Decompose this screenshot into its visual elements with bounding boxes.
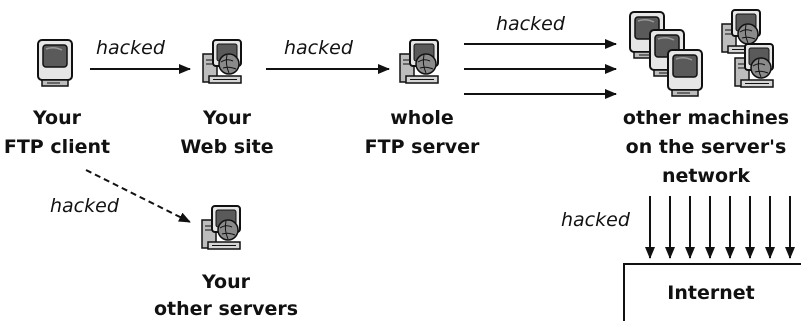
computer-icon	[37, 39, 73, 87]
edge-label-hacked: hacked	[96, 37, 166, 59]
edge-web-to-ftp: hacked	[266, 37, 390, 74]
ftp-client-node: Your FTP client	[4, 39, 110, 158]
ftp-server-label-line2: FTP server	[365, 136, 480, 158]
other-servers-label-line2: other servers	[154, 298, 298, 320]
other-machines-label-line3: network	[662, 165, 750, 187]
edge-client-to-web: hacked	[90, 37, 191, 74]
ftp-server-node: whole FTP server	[365, 39, 480, 158]
ftp-server-label-line1: whole	[390, 107, 454, 129]
other-machines-node: other machines on the server's network	[623, 9, 789, 187]
other-servers-label-line1: Your	[201, 271, 251, 293]
ftp-client-label-line1: Your	[32, 107, 82, 129]
computer-group-icon	[629, 9, 774, 97]
web-site-node: Your Web site	[180, 39, 274, 158]
internet-box	[623, 263, 801, 321]
edge-label-hacked: hacked	[50, 195, 120, 217]
edge-label-hacked: hacked	[561, 209, 631, 231]
edge-label-hacked: hacked	[496, 13, 566, 35]
other-machines-label-line1: other machines	[623, 107, 789, 129]
server-icon	[202, 39, 242, 84]
internet-label: Internet	[667, 282, 754, 304]
internet-node: Internet	[623, 263, 801, 321]
edge-internet-to-network: hacked	[561, 196, 795, 259]
edge-label-hacked: hacked	[284, 37, 354, 59]
server-icon	[399, 39, 439, 84]
server-icon	[201, 205, 241, 250]
edge-client-to-other-servers: hacked	[50, 169, 191, 223]
other-servers-node: Your other servers	[154, 205, 298, 320]
ftp-client-label-line2: FTP client	[4, 136, 110, 158]
other-machines-label-line2: on the server's	[626, 136, 787, 158]
web-site-label-line1: Your	[202, 107, 252, 129]
edge-ftp-to-machines: hacked	[464, 13, 617, 99]
web-site-label-line2: Web site	[180, 136, 273, 158]
